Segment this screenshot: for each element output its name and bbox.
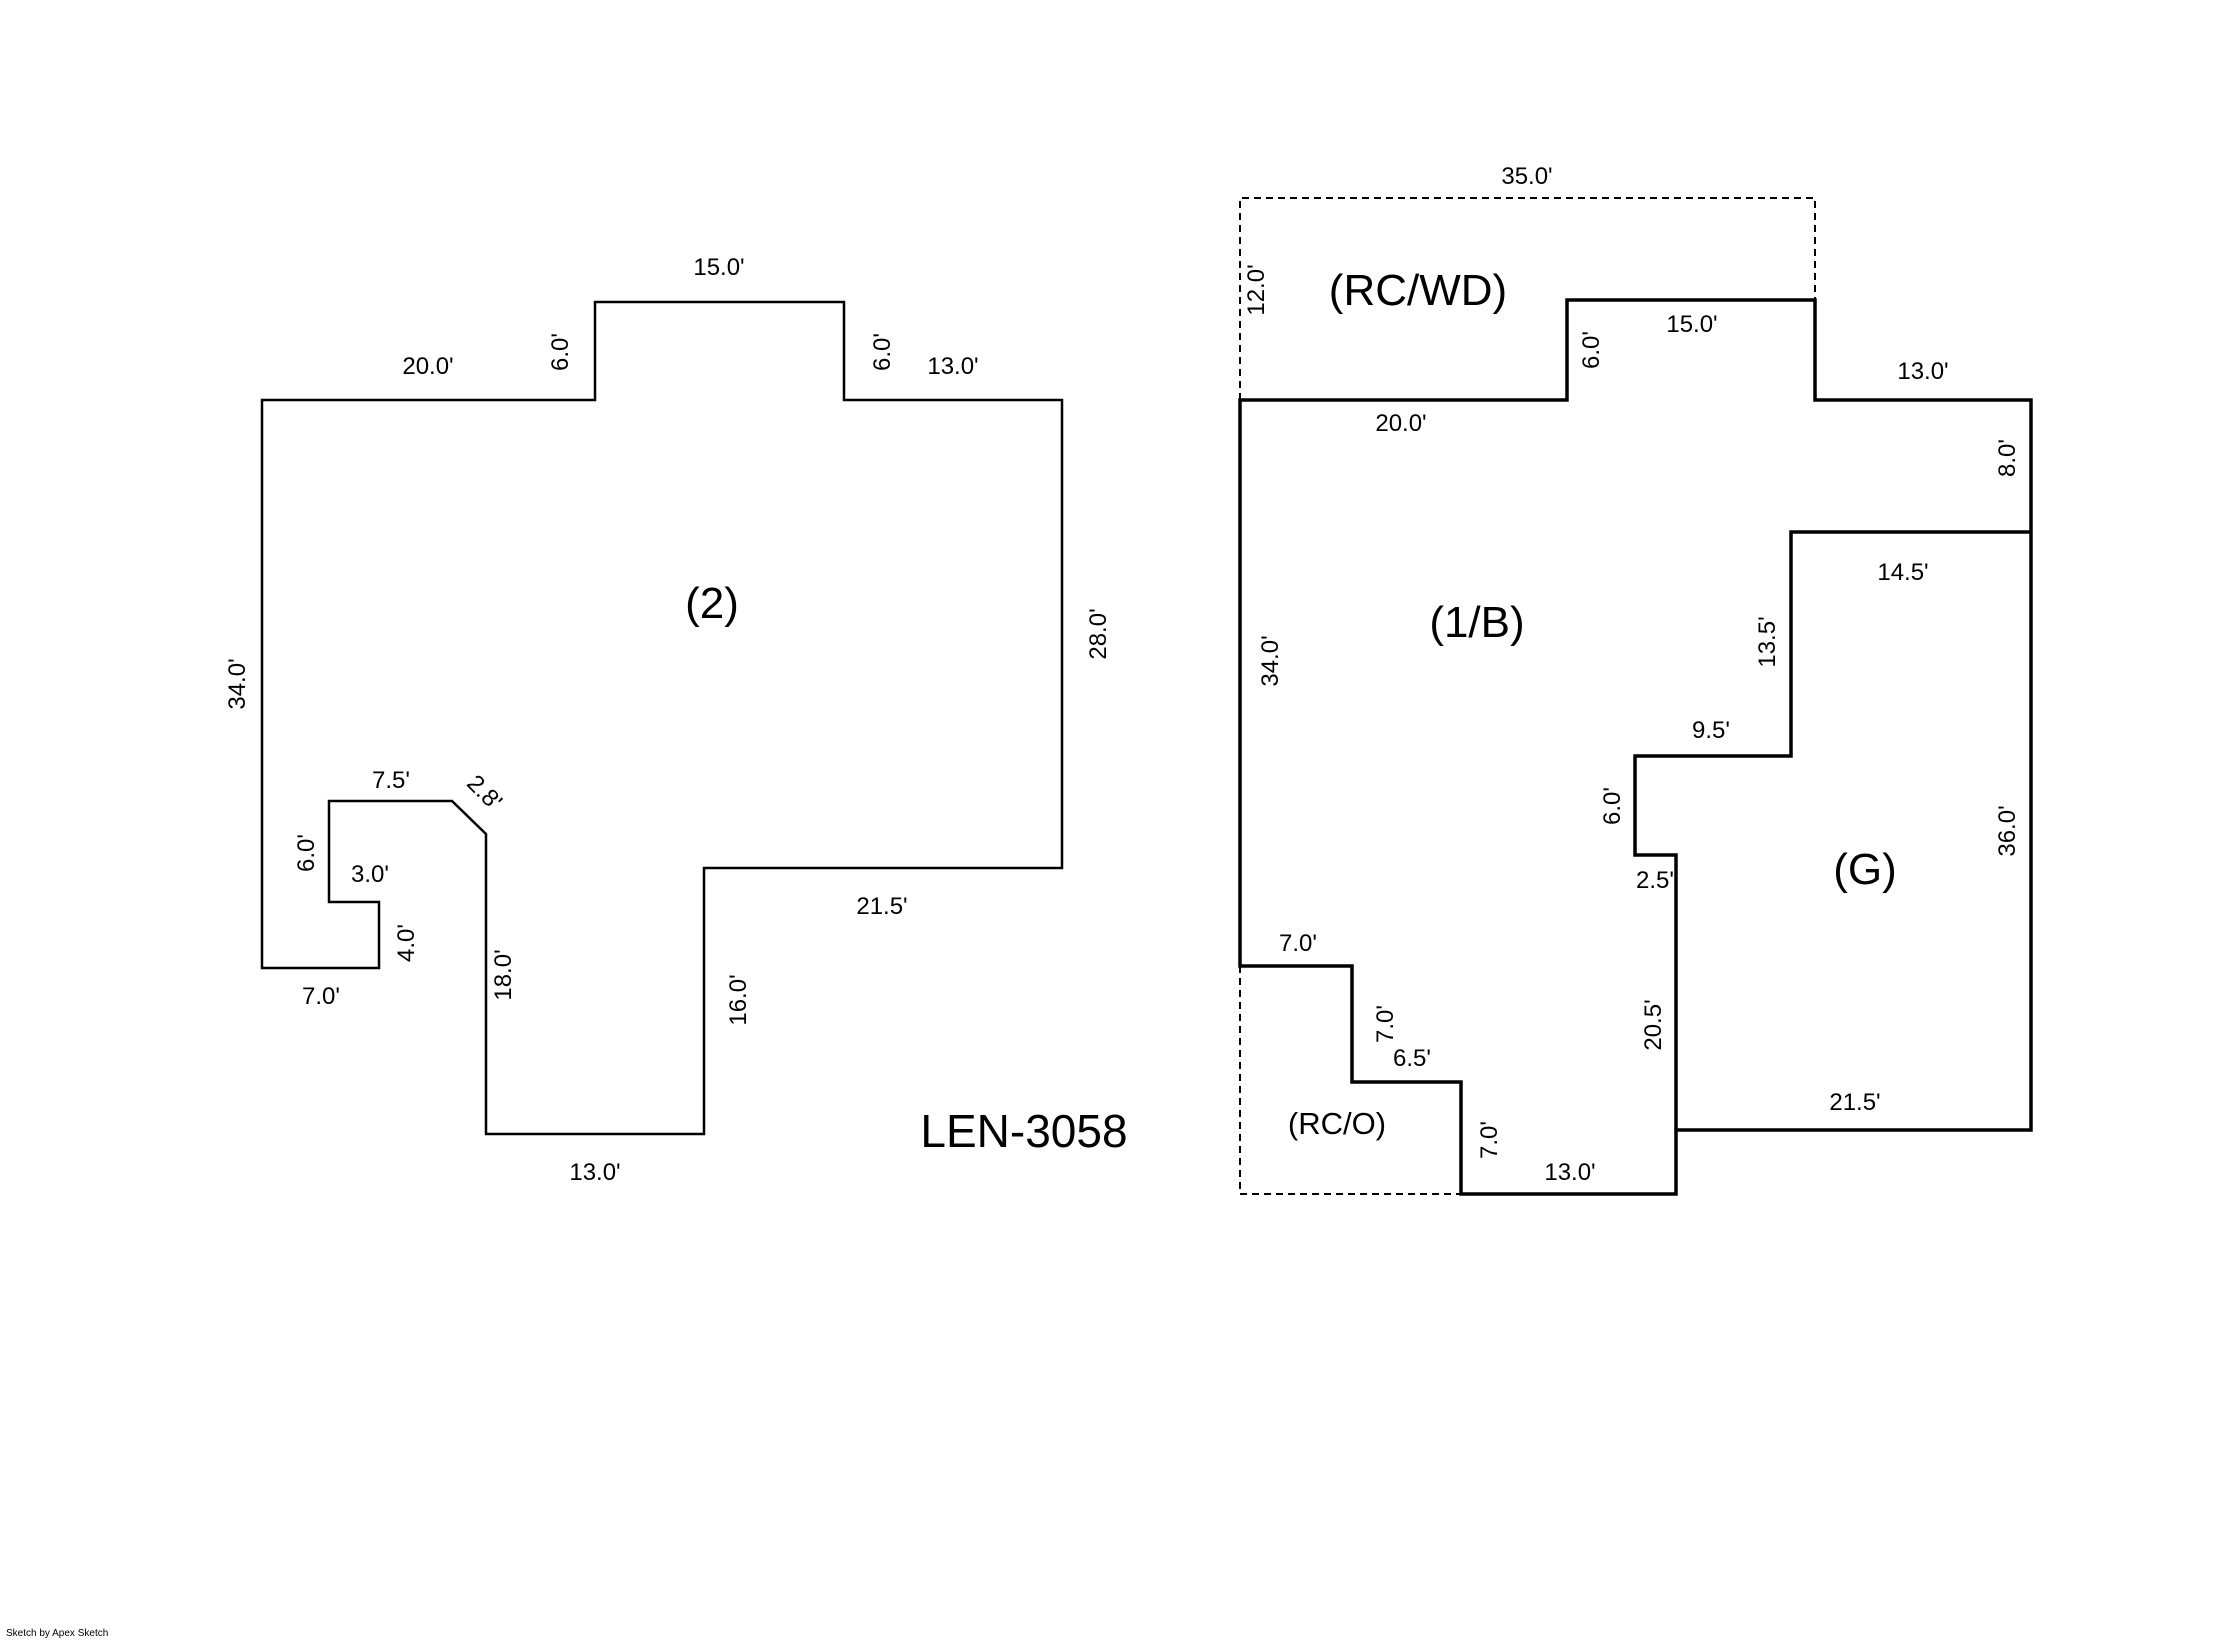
sketch-credit: Sketch by Apex Sketch <box>6 1628 108 1639</box>
dim-f1-porch-step-vertical: 7.0' <box>1372 1005 1399 1043</box>
area-label-porch: (RC/O) <box>1288 1106 1386 1141</box>
dim-f2-lower-right: 21.5' <box>856 893 907 920</box>
dim-f2-top-step-left: 6.0' <box>547 333 574 371</box>
dim-f1-top-right: 13.0' <box>1897 358 1948 385</box>
dim-f2-right: 28.0' <box>1085 608 1112 659</box>
dim-f2-top-left: 20.0' <box>402 353 453 380</box>
dim-f2-bottom-left: 7.0' <box>302 983 340 1010</box>
dim-f2-notch-vertical: 18.0' <box>490 949 517 1000</box>
dim-f1-bottom: 13.0' <box>1544 1159 1595 1186</box>
dim-f1-step-up: 6.0' <box>1578 331 1605 369</box>
dim-f1-garage-left-lower: 20.5' <box>1640 999 1667 1050</box>
floor-2-plan: (2) 20.0' 6.0' 15.0' 6.0' 13.0' 28.0' 21… <box>224 254 1112 1186</box>
dim-f2-notch-top: 7.5' <box>372 767 410 794</box>
dim-f2-top-right: 13.0' <box>927 353 978 380</box>
dim-f2-notch-inner: 3.0' <box>351 861 389 888</box>
dim-f1-garage-bottom: 21.5' <box>1829 1089 1880 1116</box>
dim-f2-left: 34.0' <box>224 658 251 709</box>
dim-f1-garage-jog: 2.5' <box>1636 867 1674 894</box>
dim-f1-right-upper: 8.0' <box>1994 439 2021 477</box>
dim-f1-garage-step-vertical: 13.5' <box>1754 616 1781 667</box>
area-label-floor-2: (2) <box>685 579 739 628</box>
dim-f1-deck-left: 12.0' <box>1243 264 1270 315</box>
dim-f1-garage-inner-vertical: 6.0' <box>1599 787 1626 825</box>
area-label-main: (1/B) <box>1429 598 1524 647</box>
dim-f1-porch-inner-vertical: 7.0' <box>1476 1121 1503 1159</box>
dim-f1-porch-top: 7.0' <box>1279 930 1317 957</box>
dim-f1-left: 34.0' <box>1257 635 1284 686</box>
wood-deck-outline <box>1239 197 1816 400</box>
dim-f1-top-left: 20.0' <box>1375 410 1426 437</box>
garage-dividing-wall <box>1633 530 2031 1130</box>
porch-outline <box>1239 966 1461 1195</box>
dim-f2-top-step-right: 6.0' <box>869 333 896 371</box>
area-label-garage: (G) <box>1833 845 1897 894</box>
dim-f1-deck-top: 35.0' <box>1501 163 1552 190</box>
area-label-wood-deck: (RC/WD) <box>1329 266 1507 315</box>
dim-f1-garage-top: 14.5' <box>1877 559 1928 586</box>
dim-f2-notch-small: 4.0' <box>393 924 420 962</box>
dim-f2-top-middle: 15.0' <box>693 254 744 281</box>
dim-f1-garage-right: 36.0' <box>1994 805 2021 856</box>
floor-2-outline <box>260 300 1064 1136</box>
dim-f1-top-middle: 15.0' <box>1666 311 1717 338</box>
dim-f2-inner-vertical: 16.0' <box>725 974 752 1025</box>
main-house-outline <box>1238 298 2033 1196</box>
dim-f2-notch-left: 6.0' <box>293 834 320 872</box>
dim-f1-garage-step-horizontal: 9.5' <box>1692 717 1730 744</box>
dim-f2-bottom: 13.0' <box>569 1159 620 1186</box>
sketch-id: LEN-3058 <box>920 1105 1127 1157</box>
dim-f1-porch-step-horizontal: 6.5' <box>1393 1045 1431 1072</box>
dim-f2-diagonal: 2.8' <box>461 770 507 816</box>
floor-1-plan: (RC/WD) (1/B) (G) (RC/O) 35.0' 12.0' 20.… <box>1238 163 2033 1196</box>
